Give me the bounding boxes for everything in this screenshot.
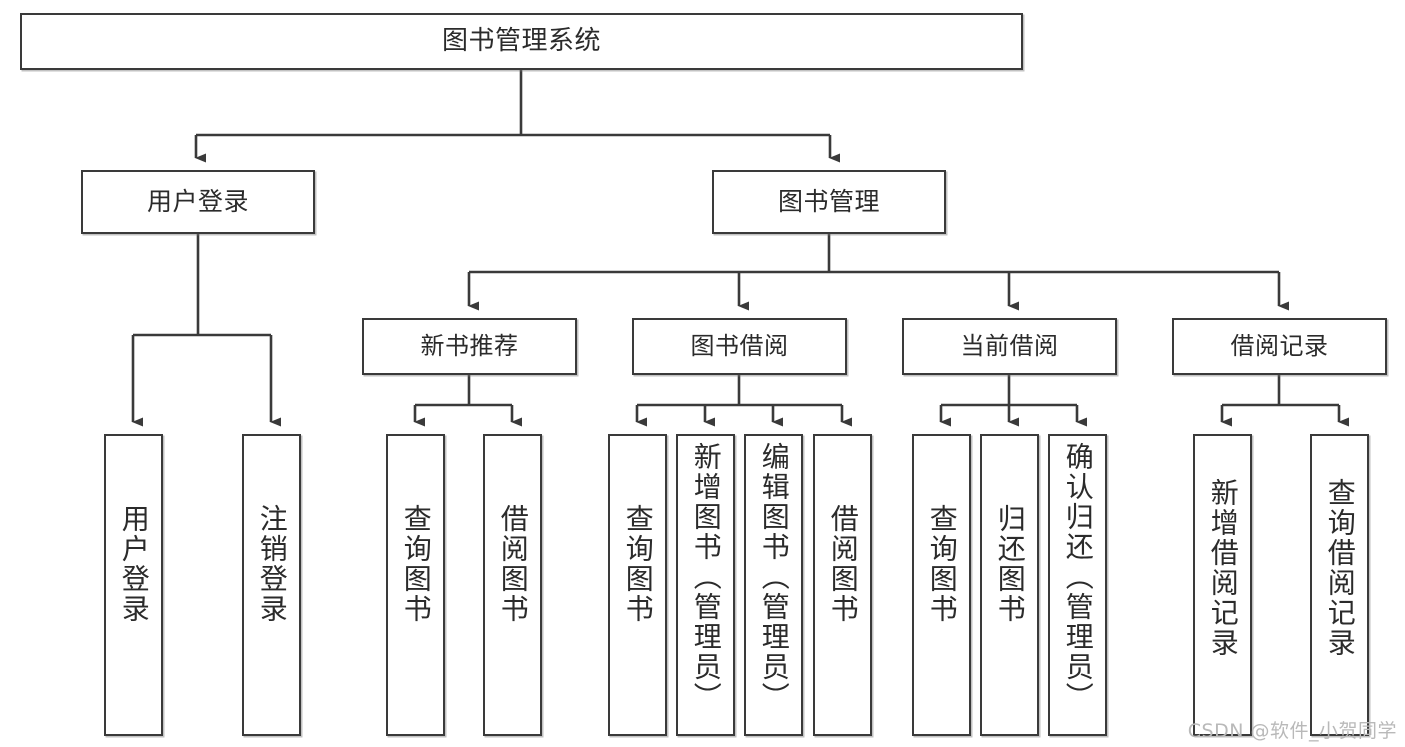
node-leaf-user-logout[interactable]: 注销登录 bbox=[242, 434, 301, 736]
node-new-book-rec[interactable]: 新书推荐 bbox=[362, 318, 577, 375]
node-leaf-rec-add-label: 新增借阅记录 bbox=[1206, 478, 1240, 658]
node-user-login-label: 用户登录 bbox=[146, 186, 249, 216]
node-book-borrow[interactable]: 图书借阅 bbox=[632, 318, 847, 375]
node-leaf-cur-confirm-label: 确认归还（管理员） bbox=[1061, 442, 1095, 712]
node-book-manage-label: 图书管理 bbox=[777, 186, 880, 216]
node-leaf-borrow-add[interactable]: 新增图书（管理员） bbox=[676, 434, 735, 736]
node-leaf-rec-search[interactable]: 查询借阅记录 bbox=[1310, 434, 1369, 736]
node-leaf-borrow-query-label: 查询图书 bbox=[621, 504, 655, 624]
node-leaf-cur-return[interactable]: 归还图书 bbox=[980, 434, 1039, 736]
node-leaf-borrow-query[interactable]: 查询图书 bbox=[608, 434, 667, 736]
node-current-borrow[interactable]: 当前借阅 bbox=[902, 318, 1117, 375]
node-leaf-rec-search-label: 查询借阅记录 bbox=[1323, 478, 1357, 658]
node-book-manage[interactable]: 图书管理 bbox=[712, 170, 946, 234]
node-leaf-cur-return-label: 归还图书 bbox=[993, 504, 1027, 624]
node-leaf-rec-query-label: 查询图书 bbox=[399, 504, 433, 624]
node-leaf-borrow-edit[interactable]: 编辑图书（管理员） bbox=[744, 434, 803, 736]
node-new-book-rec-label: 新书推荐 bbox=[420, 331, 519, 360]
node-leaf-borrow-add-label: 新增图书（管理员） bbox=[689, 442, 723, 712]
node-leaf-rec-borrow[interactable]: 借阅图书 bbox=[483, 434, 542, 736]
node-leaf-borrow-lend[interactable]: 借阅图书 bbox=[813, 434, 872, 736]
node-leaf-user-logout-label: 注销登录 bbox=[255, 504, 289, 624]
node-root-label: 图书管理系统 bbox=[441, 25, 601, 56]
node-current-borrow-label: 当前借阅 bbox=[960, 331, 1059, 360]
watermark-text: CSDN @软件_小贺同学 bbox=[1187, 720, 1397, 742]
node-leaf-cur-query[interactable]: 查询图书 bbox=[912, 434, 971, 736]
node-leaf-rec-add[interactable]: 新增借阅记录 bbox=[1193, 434, 1252, 736]
node-leaf-user-login[interactable]: 用户登录 bbox=[104, 434, 163, 736]
node-borrow-record[interactable]: 借阅记录 bbox=[1172, 318, 1387, 375]
node-leaf-rec-query[interactable]: 查询图书 bbox=[386, 434, 445, 736]
node-leaf-borrow-lend-label: 借阅图书 bbox=[826, 504, 860, 624]
node-leaf-cur-query-label: 查询图书 bbox=[925, 504, 959, 624]
node-borrow-record-label: 借阅记录 bbox=[1230, 331, 1329, 360]
node-book-borrow-label: 图书借阅 bbox=[690, 331, 789, 360]
node-leaf-rec-borrow-label: 借阅图书 bbox=[496, 504, 530, 624]
node-user-login[interactable]: 用户登录 bbox=[81, 170, 315, 234]
node-leaf-cur-confirm[interactable]: 确认归还（管理员） bbox=[1048, 434, 1107, 736]
node-leaf-user-login-label: 用户登录 bbox=[117, 504, 151, 624]
node-root[interactable]: 图书管理系统 bbox=[20, 13, 1023, 70]
node-leaf-borrow-edit-label: 编辑图书（管理员） bbox=[757, 442, 791, 712]
